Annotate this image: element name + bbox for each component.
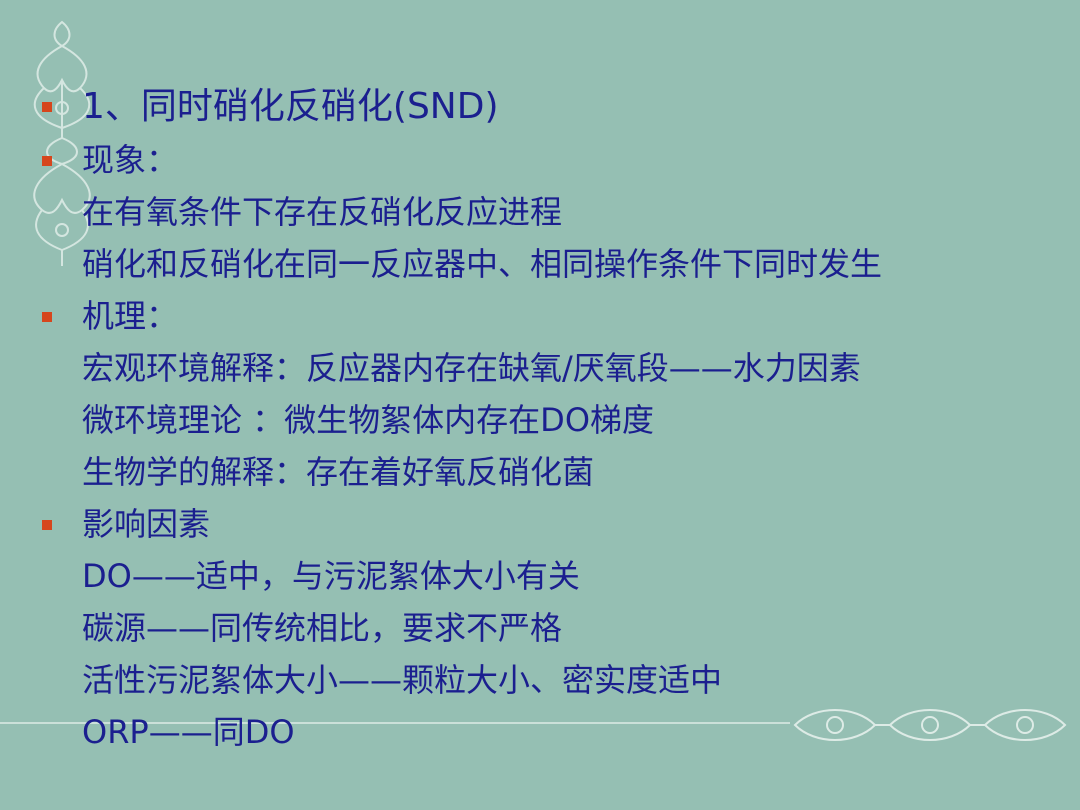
- bullet-item-factors: 影响因素: [40, 498, 1060, 550]
- bullet-item-phenomenon: 现象：: [40, 134, 1060, 186]
- line-text: 在有氧条件下存在反硝化反应进程: [82, 193, 563, 231]
- sub-line: 活性污泥絮体大小——颗粒大小、密实度适中: [40, 654, 1060, 706]
- sub-line: 在有氧条件下存在反硝化反应进程: [40, 186, 1060, 238]
- sub-line: 硝化和反硝化在同一反应器中、相同操作条件下同时发生: [40, 238, 1060, 290]
- line-text: 碳源——同传统相比，要求不严格: [82, 609, 563, 647]
- line-text: 影响因素: [82, 505, 211, 543]
- line-text: 微环境理论 ：微生物絮体内存在DO梯度: [82, 401, 655, 439]
- slide-body: 1、同时硝化反硝化(SND) 现象： 在有氧条件下存在反硝化反应进程 硝化和反硝…: [40, 80, 1060, 758]
- square-bullet-icon: [42, 102, 52, 112]
- line-text: DO——适中，与污泥絮体大小有关: [82, 557, 580, 595]
- sub-line: DO——适中，与污泥絮体大小有关: [40, 550, 1060, 602]
- bullet-item-mechanism: 机理：: [40, 290, 1060, 342]
- line-text: 机理：: [82, 297, 179, 335]
- lace-ornament-icon: [33, 20, 91, 266]
- divider-line: [0, 722, 790, 724]
- line-text: ORP——同DO: [82, 713, 295, 751]
- lace-border-icon: [793, 709, 1067, 741]
- square-bullet-icon: [42, 520, 52, 530]
- line-text: 生物学的解释：存在着好氧反硝化菌: [82, 453, 595, 491]
- slide-title: 1、同时硝化反硝化(SND): [40, 80, 1060, 134]
- line-text: 硝化和反硝化在同一反应器中、相同操作条件下同时发生: [82, 245, 883, 283]
- sub-line: 微环境理论 ：微生物絮体内存在DO梯度: [40, 394, 1060, 446]
- line-text: 活性污泥絮体大小——颗粒大小、密实度适中: [82, 661, 723, 699]
- sub-line: ORP——同DO: [40, 706, 1060, 758]
- sub-line: 生物学的解释：存在着好氧反硝化菌: [40, 446, 1060, 498]
- square-bullet-icon: [42, 156, 52, 166]
- line-text: 现象：: [82, 141, 179, 179]
- sub-line: 碳源——同传统相比，要求不严格: [40, 602, 1060, 654]
- sub-line: 宏观环境解释：反应器内存在缺氧/厌氧段——水力因素: [40, 342, 1060, 394]
- square-bullet-icon: [42, 312, 52, 322]
- title-text: 1、同时硝化反硝化(SND): [82, 86, 499, 127]
- line-text: 宏观环境解释：反应器内存在缺氧/厌氧段——水力因素: [82, 349, 861, 387]
